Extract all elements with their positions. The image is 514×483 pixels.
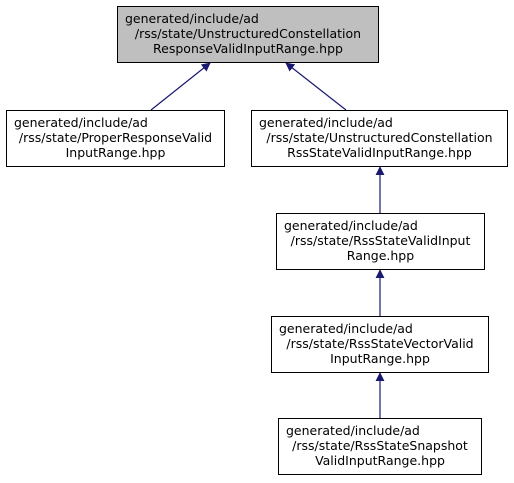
node-unstructured-constellation-rss-state-valid-input-range[interactable]: generated/include/ad /rss/state/Unstruct… bbox=[251, 110, 508, 167]
node-line-2: /rss/state/RssStateValidInput bbox=[290, 233, 471, 248]
edge-proper-response-to-root bbox=[150, 62, 211, 111]
node-proper-response-valid-input-range[interactable]: generated/include/ad /rss/state/ProperRe… bbox=[6, 110, 225, 167]
node-line-1: generated/include/ad bbox=[279, 321, 413, 336]
node-line-2: /rss/state/UnstructuredConstellation bbox=[266, 130, 493, 145]
node-rss-state-snapshot-valid-input-range[interactable]: generated/include/ad /rss/state/RssState… bbox=[278, 418, 482, 475]
node-line-3: Range.hpp bbox=[346, 248, 415, 263]
node-line-1: generated/include/ad bbox=[125, 11, 259, 26]
edge-unstructured-rss-state-to-root bbox=[285, 62, 347, 111]
node-line-1: generated/include/ad bbox=[286, 423, 420, 438]
node-line-3: RssStateValidInputRange.hpp bbox=[287, 145, 472, 160]
node-rss-state-vector-valid-input-range[interactable]: generated/include/ad /rss/state/RssState… bbox=[271, 316, 489, 373]
node-line-3: ValidInputRange.hpp bbox=[315, 453, 445, 468]
node-line-1: generated/include/ad bbox=[284, 218, 418, 233]
node-line-3: InputRange.hpp bbox=[65, 145, 166, 160]
node-line-2: /rss/state/RssStateSnapshot bbox=[292, 438, 468, 453]
node-line-1: generated/include/ad bbox=[14, 115, 148, 130]
node-line-3: InputRange.hpp bbox=[330, 351, 430, 366]
node-rss-state-valid-input-range[interactable]: generated/include/ad /rss/state/RssState… bbox=[276, 213, 485, 270]
node-line-1: generated/include/ad bbox=[259, 115, 393, 130]
node-line-2: /rss/state/ProperResponseValid bbox=[18, 130, 213, 145]
node-line-3: ResponseValidInputRange.hpp bbox=[153, 41, 343, 56]
node-line-2: /rss/state/UnstructuredConstellation bbox=[134, 26, 362, 41]
node-root-unstructured-constellation-response[interactable]: generated/include/ad /rss/state/Unstruct… bbox=[117, 6, 379, 63]
node-line-2: /rss/state/RssStateVectorValid bbox=[286, 336, 474, 351]
